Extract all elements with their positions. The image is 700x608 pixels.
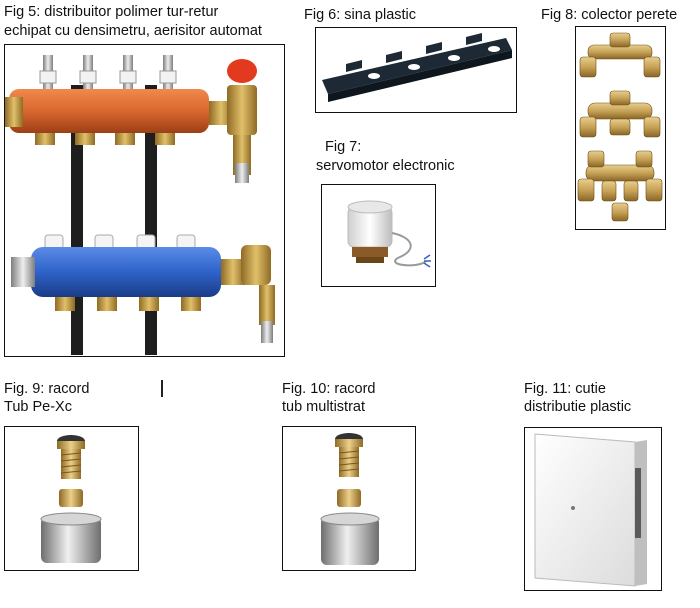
fig10-caption-line2: tub multistrat [282,399,365,415]
fig11-caption-line2: distributie plastic [524,399,632,415]
fig5-caption-line1: Fig 5: distribuitor polimer tur-retur [4,4,219,20]
fig5-caption-line2: echipat cu densimetru, aerisitor automat [4,23,262,39]
fig5-manifold-image [4,44,285,357]
fig9-caption-line1: Fig. 9: racord [4,381,90,397]
fig7-caption-line1: Fig 7: [325,139,362,155]
fig8-wall-collector-image [575,26,666,230]
fig10-fitting-image [282,426,416,571]
fig10-caption-line1: Fig. 10: racord [282,381,376,397]
fig11-box-image [524,427,662,591]
separator-bar [161,380,163,397]
fig9-caption-line2: Tub Pe-Xc [4,399,72,415]
fig8-caption: Fig 8: colector perete [541,7,678,23]
fig6-rail-image [315,27,517,113]
fig6-caption: Fig 6: sina plastic [304,7,417,23]
fig7-servomotor-image [321,184,436,287]
fig11-caption-line1: Fig. 11: cutie [524,381,606,397]
fig7-caption-line2: servomotor electronic [316,158,455,174]
fig9-fitting-image [4,426,139,571]
